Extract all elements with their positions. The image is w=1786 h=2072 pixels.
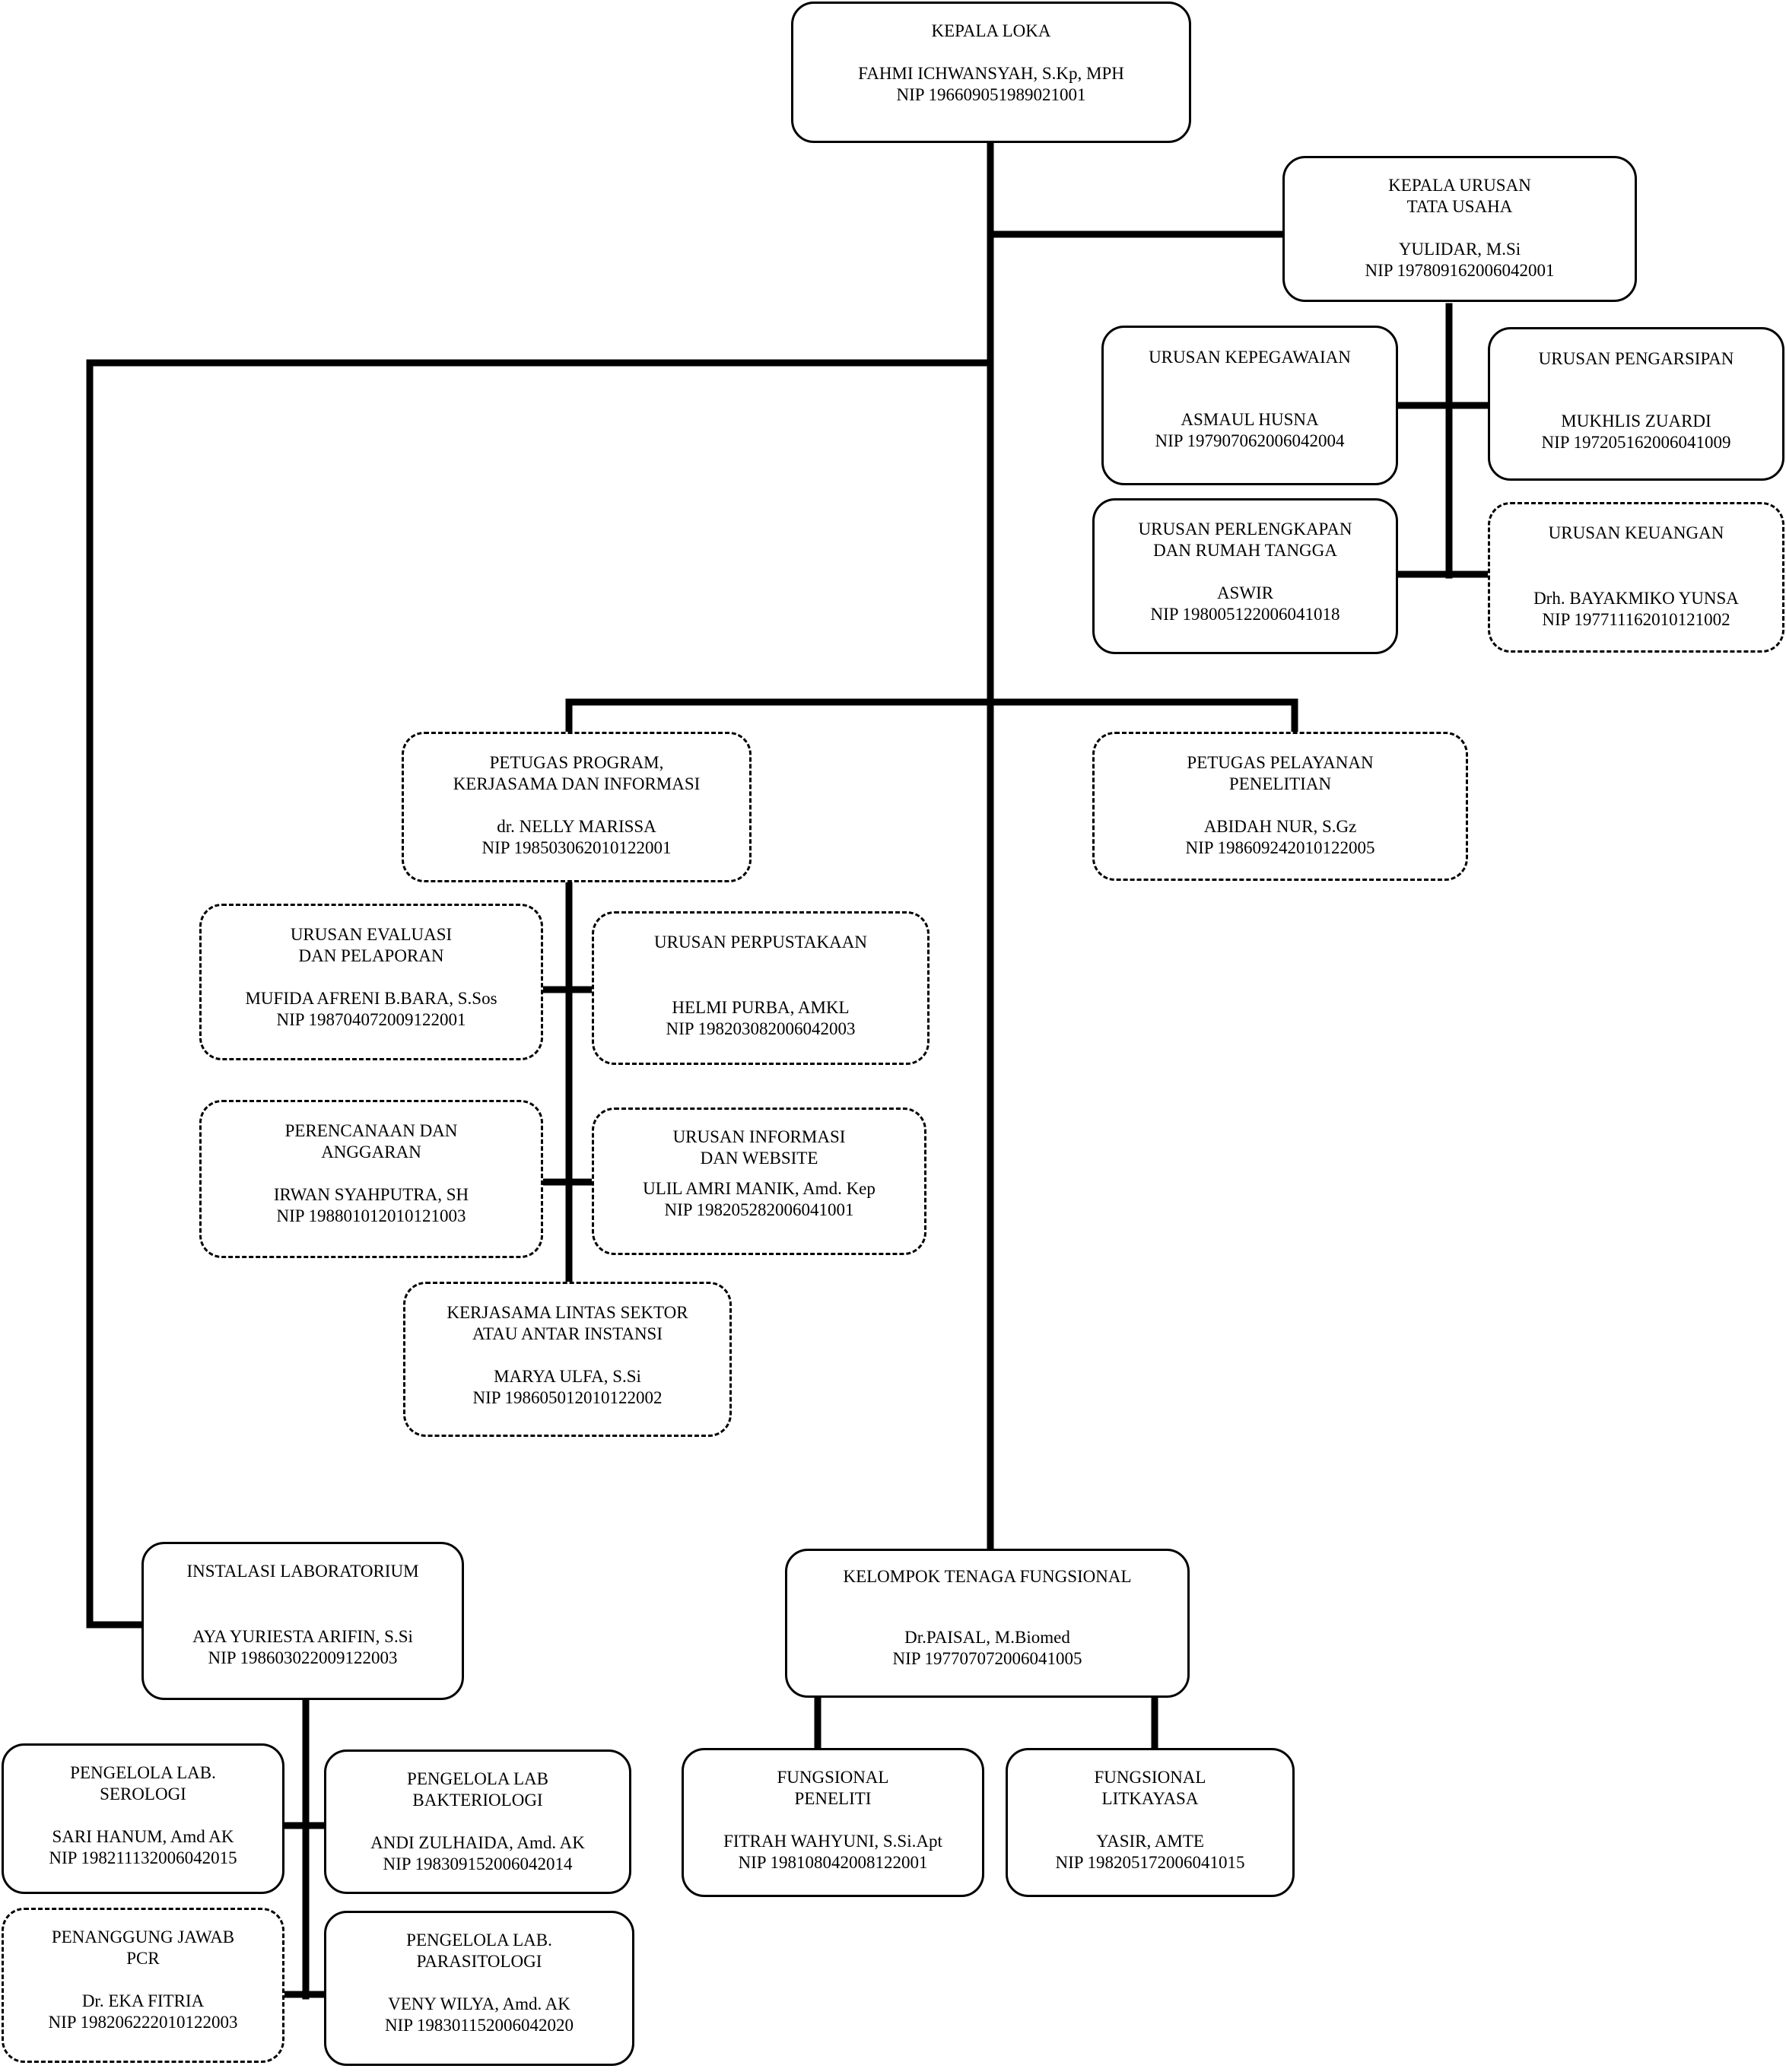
pelayanan-name: ABIDAH NUR, S.Gz [1203,817,1357,836]
instalasi-name: AYA YURIESTA ARIFIN, S.Si [192,1627,413,1646]
perlengkapan-box[interactable]: URUSAN PERLENGKAPAN DAN RUMAH TANGGA ASW… [1092,498,1398,654]
kepegawaian-box[interactable]: URUSAN KEPEGAWAIAN ASMAUL HUSNA NIP 1979… [1101,326,1398,485]
pengarsipan-title: URUSAN PENGARSIPAN [1538,349,1734,368]
keuangan-name: Drh. BAYAKMIKO YUNSA [1533,589,1739,608]
peneliti-nip: NIP 198108042008122001 [738,1853,928,1872]
evaluasi-nip: NIP 198704072009122001 [276,1010,466,1029]
perpustakaan-name: HELMI PURBA, AMKL [672,998,850,1017]
perencanaan-name: IRWAN SYAHPUTRA, SH [273,1185,469,1204]
head-nip: NIP 196609051989021001 [896,85,1086,104]
perlengkapan-title: URUSAN PERLENGKAPAN DAN RUMAH TANGGA [1138,520,1352,560]
instalasi-title: INSTALASI LABORATORIUM [186,1562,419,1581]
perencanaan-box[interactable]: PERENCANAAN DAN ANGGARAN IRWAN SYAHPUTRA… [199,1100,543,1258]
tata-usaha-name: YULIDAR, M.Si [1398,240,1521,259]
fungsional-title: KELOMPOK TENAGA FUNGSIONAL [843,1567,1132,1586]
pelayanan-box[interactable]: PETUGAS PELAYANAN PENELITIAN ABIDAH NUR,… [1092,732,1468,881]
pelayanan-nip: NIP 198609242010122005 [1185,838,1375,857]
pengarsipan-name: MUKHLIS ZUARDI [1561,412,1711,431]
bakteriologi-nip: NIP 198309152006042014 [383,1854,573,1873]
evaluasi-title: URUSAN EVALUASI DAN PELAPORAN [290,925,453,965]
kepegawaian-nip: NIP 197907062006042004 [1155,431,1345,450]
keuangan-nip: NIP 197711162010121002 [1542,610,1730,629]
pelayanan-title: PETUGAS PELAYANAN PENELITIAN [1187,753,1374,793]
head-box[interactable]: KEPALA LOKA FAHMI ICHWANSYAH, S.Kp, MPH … [791,2,1191,143]
tata-usaha-box[interactable]: KEPALA URUSAN TATA USAHA YULIDAR, M.Si N… [1282,156,1637,302]
peneliti-title: FUNGSIONAL PENELITI [777,1768,889,1808]
perlengkapan-nip: NIP 198005122006041018 [1150,605,1340,624]
head-title: KEPALA LOKA [931,21,1051,40]
kerjasama-name: MARYA ULFA, S.Si [494,1367,641,1386]
kerjasama-title: KERJASAMA LINTAS SEKTOR ATAU ANTAR INSTA… [446,1303,688,1343]
keuangan-box[interactable]: URUSAN KEUANGAN Drh. BAYAKMIKO YUNSA NIP… [1488,502,1784,653]
program-branch [565,698,1298,734]
tata-usaha-title: KEPALA URUSAN TATA USAHA [1388,176,1531,216]
tata-usaha-nip: NIP 197809162006042001 [1365,261,1555,280]
keuangan-title: URUSAN KEUANGAN [1548,523,1724,542]
parasitologi-title: PENGELOLA LAB. PARASITOLOGI [406,1931,552,1971]
instalasi-nip: NIP 198603022009122003 [208,1648,398,1667]
parasitologi-box[interactable]: PENGELOLA LAB. PARASITOLOGI VENY WILYA, … [324,1911,634,2066]
evaluasi-box[interactable]: URUSAN EVALUASI DAN PELAPORAN MUFIDA AFR… [199,904,543,1060]
peneliti-name: FITRAH WAHYUNI, S.Si.Apt [723,1832,942,1851]
pcr-name: Dr. EKA FITRIA [81,1991,205,2010]
informasi-box[interactable]: URUSAN INFORMASI DAN WEBSITE ULIL AMRI M… [592,1108,926,1255]
parasitologi-name: VENY WILYA, Amd. AK [388,1994,570,2013]
left-branch-to-instalasi [86,359,994,1629]
pengarsipan-box[interactable]: URUSAN PENGARSIPAN MUKHLIS ZUARDI NIP 19… [1488,327,1784,481]
program-box[interactable]: PETUGAS PROGRAM, KERJASAMA DAN INFORMASI… [402,732,752,882]
perlengkapan-name: ASWIR [1216,583,1274,602]
bakteriologi-box[interactable]: PENGELOLA LAB BAKTERIOLOGI ANDI ZULHAIDA… [324,1749,631,1894]
program-title: PETUGAS PROGRAM, KERJASAMA DAN INFORMASI [453,753,701,793]
litkayasa-box[interactable]: FUNGSIONAL LITKAYASA YASIR, AMTE NIP 198… [1006,1748,1295,1897]
instalasi-box[interactable]: INSTALASI LABORATORIUM AYA YURIESTA ARIF… [141,1542,464,1700]
perpustakaan-title: URUSAN PERPUSTAKAAN [654,933,867,952]
fungsional-box[interactable]: KELOMPOK TENAGA FUNGSIONAL Dr.PAISAL, M.… [785,1549,1190,1698]
fungsional-name: Dr.PAISAL, M.Biomed [904,1628,1070,1647]
fungsional-nip: NIP 197707072006041005 [892,1649,1082,1668]
kepegawaian-name: ASMAUL HUSNA [1181,410,1319,429]
evaluasi-name: MUFIDA AFRENI B.BARA, S.Sos [245,989,497,1008]
head-name: FAHMI ICHWANSYAH, S.Kp, MPH [858,64,1124,83]
peneliti-box[interactable]: FUNGSIONAL PENELITI FITRAH WAHYUNI, S.Si… [682,1748,984,1897]
pengarsipan-nip: NIP 197205162006041009 [1541,433,1731,452]
program-nip: NIP 198503062010122001 [481,838,672,857]
bakteriologi-name: ANDI ZULHAIDA, Amd. AK [370,1833,585,1852]
kerjasama-box[interactable]: KERJASAMA LINTAS SEKTOR ATAU ANTAR INSTA… [403,1282,732,1437]
perencanaan-title: PERENCANAAN DAN ANGGARAN [284,1121,458,1162]
pcr-box[interactable]: PENANGGUNG JAWAB PCR Dr. EKA FITRIA NIP … [2,1908,284,2063]
pcr-nip: NIP 198206222010122003 [48,2013,238,2032]
serologi-box[interactable]: PENGELOLA LAB. SEROLOGI SARI HANUM, Amd … [2,1743,284,1894]
perpustakaan-nip: NIP 198203082006042003 [666,1019,856,1038]
informasi-title: URUSAN INFORMASI DAN WEBSITE [672,1127,846,1168]
litkayasa-name: YASIR, AMTE [1096,1832,1204,1851]
parasitologi-nip: NIP 198301152006042020 [384,2016,574,2035]
informasi-name: ULIL AMRI MANIK, Amd. Kep [643,1179,876,1198]
serologi-nip: NIP 198211132006042015 [49,1848,237,1867]
kerjasama-nip: NIP 198605012010122002 [472,1388,663,1407]
bakteriologi-title: PENGELOLA LAB BAKTERIOLOGI [407,1769,548,1810]
perpustakaan-box[interactable]: URUSAN PERPUSTAKAAN HELMI PURBA, AMKL NI… [592,911,930,1065]
perencanaan-nip: NIP 198801012010121003 [276,1206,466,1225]
program-name: dr. NELLY MARISSA [497,817,656,836]
pcr-title: PENANGGUNG JAWAB PCR [51,1927,235,1968]
litkayasa-nip: NIP 198205172006041015 [1055,1853,1245,1872]
informasi-nip: NIP 198205282006041001 [664,1200,854,1219]
serologi-title: PENGELOLA LAB. SEROLOGI [70,1763,216,1803]
kepegawaian-title: URUSAN KEPEGAWAIAN [1149,348,1351,367]
litkayasa-title: FUNGSIONAL LITKAYASA [1094,1768,1206,1808]
serologi-name: SARI HANUM, Amd AK [52,1827,234,1846]
